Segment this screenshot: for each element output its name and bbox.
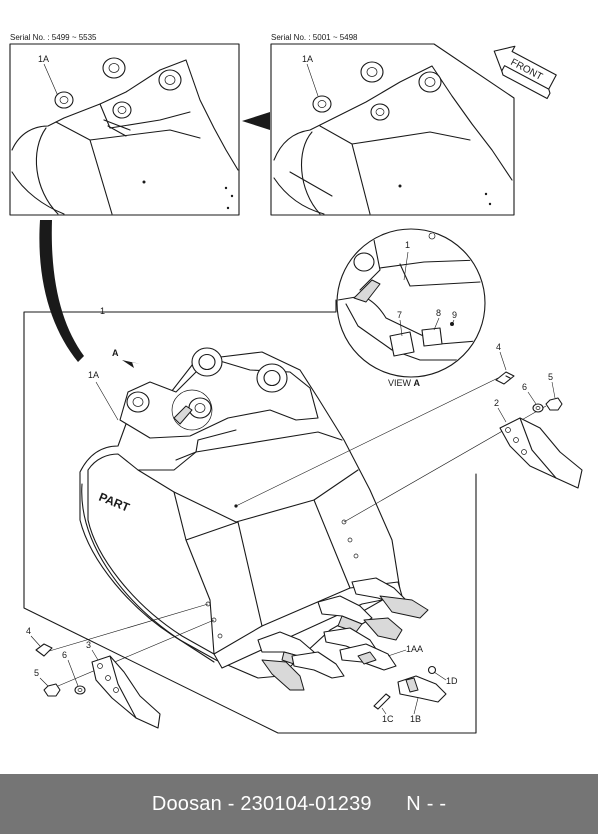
view-a-title: VIEW A xyxy=(388,378,421,388)
view-a-marker-circle xyxy=(171,389,213,431)
callout-right-washer: 6 xyxy=(522,382,527,392)
bucket-parts-diagram: Serial No. : 5499 ~ 5535 1A Serial No. :… xyxy=(9,33,583,734)
inset-left-frame xyxy=(9,43,240,216)
tooth-5 xyxy=(351,577,429,619)
bucket-teeth: 1AA 1D 1C 1B xyxy=(257,577,458,724)
right-side-hardware: 4 6 5 2 xyxy=(235,342,583,523)
inset-pointer-arrow xyxy=(242,112,270,130)
right-bolt-4 xyxy=(495,371,515,385)
callout-right-cutter: 2 xyxy=(494,398,499,408)
footer-suffix: N - - xyxy=(406,792,447,815)
left-nut-5 xyxy=(43,683,61,697)
inset-left: Serial No. : 5499 ~ 5535 1A xyxy=(9,33,240,216)
callout-1B: 1B xyxy=(410,714,421,724)
view-a-label-9: 9 xyxy=(452,310,457,320)
left-side-hardware: 4 6 5 3 xyxy=(26,603,215,729)
tooth-pin-1C xyxy=(373,693,391,710)
callout-left-cutter: 3 xyxy=(86,640,91,650)
view-a-label-1: 1 xyxy=(405,240,410,250)
view-a-marker-arrow xyxy=(122,360,140,368)
main-assembly-frame: 1 xyxy=(23,299,477,734)
view-a-detail: 1 7 8 9 VIEW A xyxy=(336,228,486,388)
inset-right-leader xyxy=(306,63,319,97)
right-washer-6 xyxy=(532,403,544,413)
tooth-2 xyxy=(261,651,345,691)
view-a-label-7: 7 xyxy=(397,310,402,320)
inset-left-label: 1A xyxy=(38,54,49,64)
left-washer-6 xyxy=(74,685,86,695)
footer-brand: Doosan xyxy=(151,792,222,815)
callout-right-nut: 5 xyxy=(548,372,553,382)
callout-left-bolt: 4 xyxy=(26,626,31,636)
main-bucket: PART 1A A xyxy=(79,347,403,679)
main-bucket-label: 1 xyxy=(100,306,105,316)
right-nut-5 xyxy=(545,397,563,411)
callout-1D: 1D xyxy=(446,676,458,686)
tooth-point-1B xyxy=(397,675,447,703)
view-a-part8 xyxy=(421,327,443,347)
inset-right: Serial No. : 5001 ~ 5498 1A xyxy=(270,33,515,216)
right-side-cutter-2 xyxy=(499,417,583,489)
inset-right-label: 1A xyxy=(302,54,313,64)
main-assembly-label: 1A xyxy=(88,370,99,380)
front-arrow: FRONT xyxy=(493,45,557,100)
view-a-label-8: 8 xyxy=(436,308,441,318)
curved-pointer-arrow xyxy=(39,220,84,362)
inset-left-leader xyxy=(43,63,59,97)
tooth-pin-lock-1D xyxy=(427,665,437,675)
inset-right-pin-boss-2 xyxy=(418,71,442,93)
left-side-cutter-3 xyxy=(91,655,161,729)
callout-1AA: 1AA xyxy=(406,644,423,654)
inset-right-pin-boss-1 xyxy=(360,61,384,83)
footer-part-number: 230104-01239 xyxy=(240,792,372,815)
callout-1C: 1C xyxy=(382,714,394,724)
callout-left-nut: 5 xyxy=(34,668,39,678)
left-bolt-4 xyxy=(35,643,53,657)
view-a-part7 xyxy=(389,331,415,357)
footer-bar: Doosan - 230104-01239 N - - xyxy=(0,774,598,834)
inset-left-serial: Serial No. : 5499 ~ 5535 xyxy=(10,33,97,42)
inset-left-pin-boss-1 xyxy=(102,57,126,79)
callout-right-bolt: 4 xyxy=(496,342,501,352)
inset-left-pin-boss-2 xyxy=(158,69,182,91)
view-a-marker-letter: A xyxy=(112,348,119,358)
callout-left-washer: 6 xyxy=(62,650,67,660)
footer-separator: - xyxy=(221,792,241,815)
inset-right-frame xyxy=(270,43,515,216)
tooth-adapter-1AA xyxy=(339,643,397,671)
inset-right-serial: Serial No. : 5001 ~ 5498 xyxy=(271,33,358,42)
